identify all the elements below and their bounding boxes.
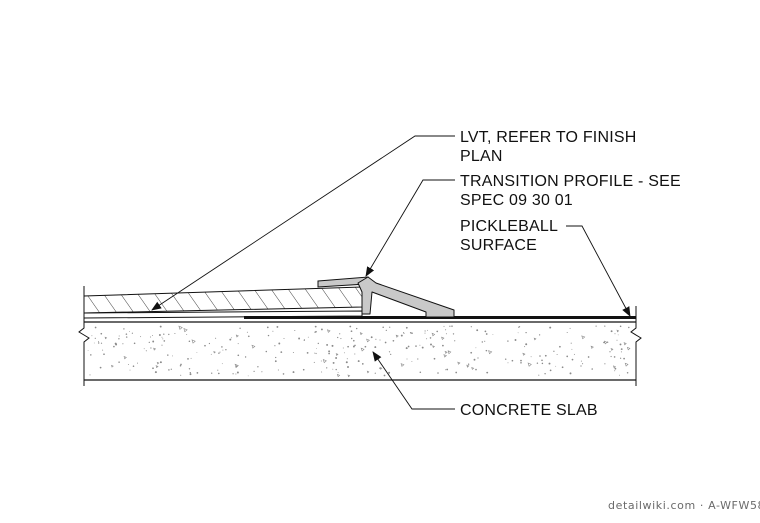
concrete-slab-callout: CONCRETE SLAB — [460, 402, 598, 419]
pickleball-surface-callout-line1: PICKLEBALL — [460, 218, 558, 235]
leader-lvt — [151, 135, 455, 311]
leader-pickleball-surface — [566, 225, 631, 317]
lvt-callout-line1: LVT, REFER TO FINISH — [460, 129, 636, 146]
detailwiki-credit: detailwiki.com · A-WFW58 — [608, 499, 760, 512]
lvt-callout-line2: PLAN — [460, 148, 503, 165]
concrete-slab — [84, 321, 636, 381]
lvt-finish-layer — [83, 286, 363, 314]
transition-profile-callout-line1: TRANSITION PROFILE - SEE — [460, 173, 681, 190]
leader-transition-profile — [365, 179, 455, 277]
transition-profile-callout-line2: SPEC 09 30 01 — [460, 192, 573, 209]
break-line-right — [630, 306, 642, 386]
pickleball-surface-callout-line2: SURFACE — [460, 237, 537, 254]
concrete-aggregate-texture — [87, 325, 631, 378]
break-line-left — [78, 286, 90, 386]
leader-concrete-slab — [372, 351, 455, 410]
transition-profile — [317, 276, 455, 318]
